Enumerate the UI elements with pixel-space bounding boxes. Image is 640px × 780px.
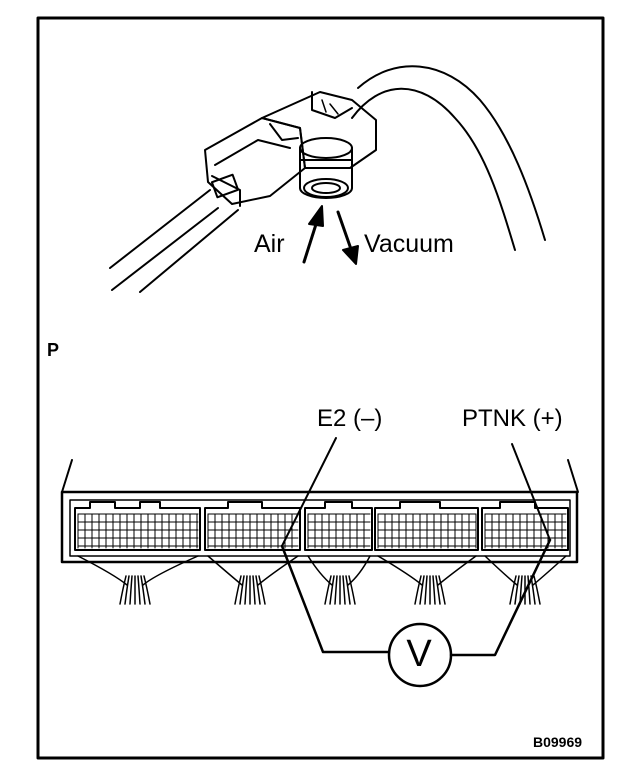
- connector-module-4: [374, 501, 479, 551]
- sensor-housing: [261, 91, 377, 169]
- ecu-connector-block: [60, 459, 579, 605]
- vacuum-hose-edge: [357, 65, 546, 241]
- circuit-wire-left: [280, 544, 391, 654]
- e2-terminal-label: E2 (–): [317, 405, 383, 432]
- airflow-arrows-icon: [302, 205, 359, 265]
- voltmeter-circuit: [280, 437, 552, 688]
- pressure-sensor-assembly: [109, 65, 546, 293]
- section-p-label: P: [47, 340, 60, 360]
- air-label: Air: [254, 230, 285, 258]
- connector-module-1: [74, 501, 201, 551]
- connector-module-5: [481, 501, 569, 551]
- ptnk-terminal-label: PTNK (+): [462, 405, 563, 432]
- ecu-housing: [60, 490, 579, 564]
- harness-line-3: [139, 209, 239, 293]
- connector-module-2: [204, 501, 301, 551]
- harness-line-2: [111, 207, 219, 291]
- vacuum-hose: [351, 87, 516, 251]
- harness-line-1: [109, 189, 211, 269]
- probe-lead-ptnk: [511, 443, 551, 541]
- figure-code: B09969: [533, 734, 583, 750]
- voltmeter-label: V: [406, 633, 432, 675]
- vacuum-label: Vacuum: [364, 230, 454, 258]
- connector-pin-grid: [77, 513, 567, 549]
- connector-module-3: [304, 501, 373, 551]
- voltmeter-circle-icon: [387, 622, 453, 688]
- diagram-border: [36, 16, 605, 760]
- circuit-wire-right: [449, 538, 552, 657]
- probe-lead-e2: [281, 437, 337, 547]
